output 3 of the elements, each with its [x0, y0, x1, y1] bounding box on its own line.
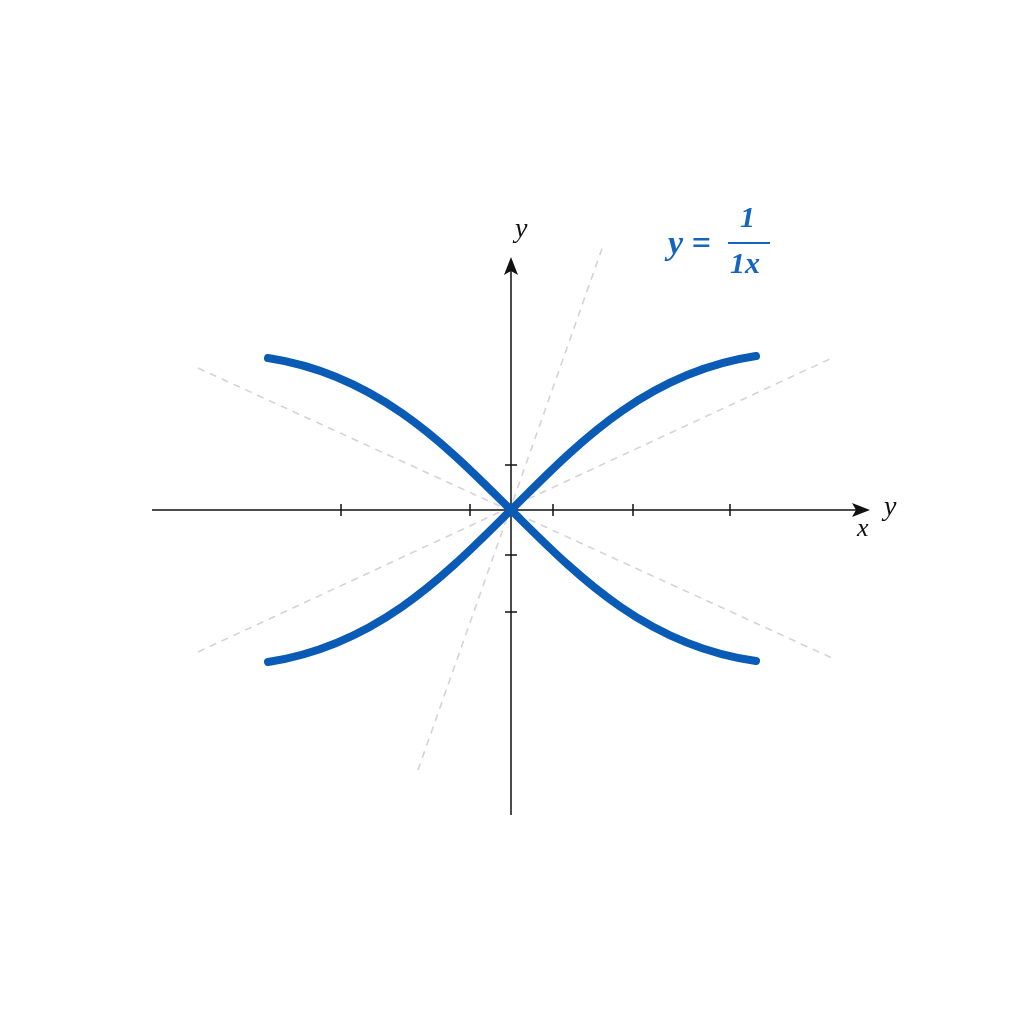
axis-label: x: [857, 515, 869, 541]
formula-numerator: 1: [740, 202, 755, 232]
formula-denominator: 1x: [730, 248, 760, 278]
